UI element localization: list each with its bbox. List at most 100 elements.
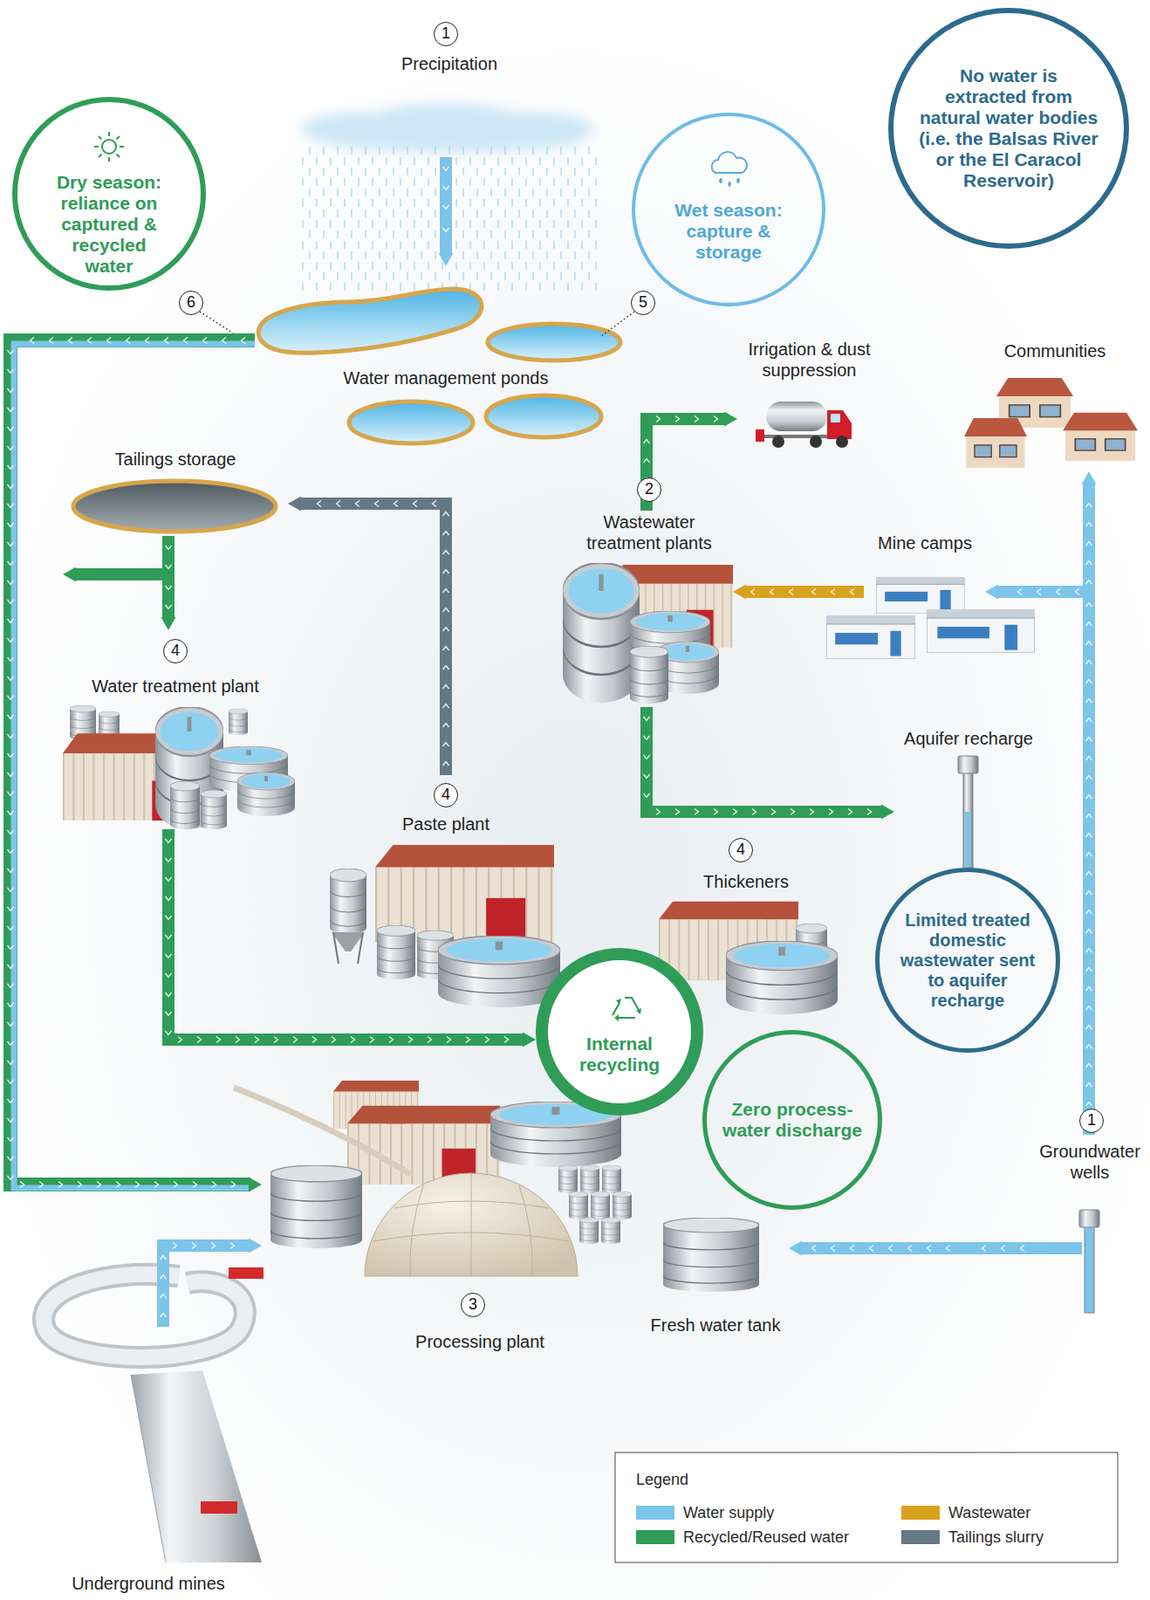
flow-chevron — [982, 1245, 987, 1252]
flow-chevron — [7, 349, 14, 355]
callout-number: 4 — [729, 838, 753, 861]
flow-chevron — [96, 1181, 102, 1188]
info-circle: Dry season: reliance on captured & recyc… — [12, 96, 206, 291]
arrow-head — [438, 253, 454, 267]
callout-badge: 4 — [163, 638, 188, 664]
flow-chevron — [216, 1036, 221, 1043]
flow-chevron — [7, 1117, 14, 1123]
flow-arrow — [985, 584, 1093, 1136]
flow-chevron — [222, 337, 227, 344]
flow-chevron — [7, 944, 14, 950]
legend-item: Water supply — [683, 1502, 774, 1522]
callout-number: 1 — [1080, 1108, 1103, 1131]
flow-chevron — [355, 500, 361, 507]
info-circle: Wet season: capture & storage — [631, 112, 826, 307]
flow-chevron — [7, 599, 14, 604]
flow-chevron — [7, 618, 14, 623]
flow-chevron — [7, 541, 14, 547]
flow-arrow — [160, 1238, 263, 1328]
node-label: Communities — [967, 340, 1143, 362]
flow-chevron — [165, 972, 172, 978]
legend-item: Recycled/Reused water — [683, 1526, 849, 1547]
flow-chevron — [7, 983, 14, 988]
flow-chevron — [831, 1245, 836, 1252]
flow-chevron — [30, 337, 35, 344]
flow-chevron — [1086, 1044, 1093, 1049]
flow-chevron — [107, 337, 112, 344]
flow-chevron — [160, 1255, 167, 1260]
flow-chevron — [643, 439, 651, 445]
flow-chevron — [867, 808, 872, 815]
flow-chevron — [1086, 1025, 1093, 1030]
flow-chevron — [643, 793, 651, 798]
callout-badge: 4 — [728, 837, 753, 863]
facility-area: Paste plant — [322, 774, 572, 1013]
arrow-head — [985, 584, 999, 600]
flow-chevron — [828, 808, 834, 815]
flow-chevron — [413, 500, 418, 507]
facility-area: Fresh water tank — [645, 1208, 789, 1340]
node-label: Dry season: reliance on captured & recyc… — [47, 171, 171, 278]
flow-chevron — [1086, 679, 1093, 685]
node-label: No water is extracted from natural water… — [917, 65, 1101, 192]
flow-chevron — [184, 337, 189, 344]
flow-chevron — [241, 337, 247, 344]
node-label: Underground mines — [34, 1572, 262, 1594]
node-label: Zero process-water discharge — [718, 1098, 867, 1141]
flow-chevron — [1086, 541, 1093, 547]
flow-band — [439, 157, 452, 255]
flow-chevron — [39, 1181, 44, 1188]
flow-chevron — [145, 337, 151, 344]
flow-chevron — [1086, 775, 1093, 781]
callout-badge: 1 — [1079, 1108, 1104, 1133]
node-label: Aquifer recharge — [894, 727, 1043, 749]
flow-chevron — [331, 1036, 336, 1043]
flow-chevron — [7, 829, 14, 835]
flow-arrow — [643, 706, 896, 820]
node-label: Irrigation & dust suppression — [737, 338, 882, 381]
flow-chevron — [7, 1136, 14, 1142]
flow-chevron — [713, 416, 719, 423]
flow-chevron — [443, 684, 450, 690]
info-circle: Zero process-water discharge — [702, 1029, 883, 1210]
flow-chevron — [7, 676, 14, 681]
flow-chevron — [465, 1036, 471, 1043]
flow-chevron — [177, 1036, 183, 1043]
label-holder: Legend — [636, 1469, 689, 1489]
flow-chevron — [20, 1181, 25, 1188]
flow-chevron — [812, 1245, 817, 1252]
flow-chevron — [675, 808, 680, 815]
flow-chevron — [7, 407, 14, 412]
flow-chevron — [160, 1313, 167, 1318]
flow-chevron — [946, 1245, 952, 1252]
flow-chevron — [7, 1060, 14, 1065]
legend-text: Wastewater — [948, 1502, 1031, 1522]
flow-chevron — [7, 1079, 14, 1084]
flow-chevron — [165, 838, 172, 843]
flow-chevron — [1086, 1063, 1093, 1068]
callout-number: 4 — [164, 639, 187, 662]
legend-text: Recycled/Reused water — [683, 1526, 849, 1547]
flow-chevron — [443, 761, 450, 767]
flow-chevron — [927, 1245, 932, 1252]
flow-chevron — [427, 1036, 432, 1043]
flow-chevron — [7, 561, 14, 566]
flow-chevron — [694, 416, 699, 423]
flow-chevron — [908, 1245, 913, 1252]
facility-area: Processing plant — [261, 1134, 646, 1362]
flow-chevron — [643, 773, 651, 779]
flow-chevron — [443, 185, 450, 191]
flow-chevron — [7, 925, 14, 931]
flow-chevron — [1086, 698, 1093, 704]
flow-chevron — [443, 227, 450, 233]
flow-chevron — [394, 500, 399, 507]
flow-chevron — [831, 588, 836, 596]
flow-chevron — [656, 416, 661, 423]
legend-text: Tailings slurry — [948, 1526, 1044, 1547]
flow-chevron — [7, 445, 14, 451]
legend-title: Legend — [636, 1469, 689, 1489]
flow-chevron — [443, 588, 450, 594]
flow-chevron — [88, 337, 93, 344]
